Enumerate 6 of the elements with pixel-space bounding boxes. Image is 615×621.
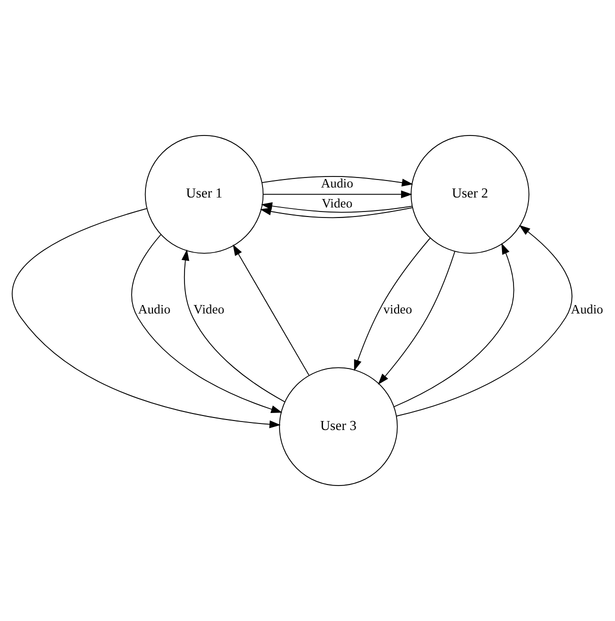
- edge-label: Video: [322, 196, 352, 210]
- edge-label: Video: [194, 302, 224, 317]
- edge-label: Audio: [320, 176, 354, 190]
- edge-label: video: [383, 302, 412, 317]
- edge-label: Audio: [570, 302, 604, 317]
- edge-label: Audio: [138, 302, 170, 317]
